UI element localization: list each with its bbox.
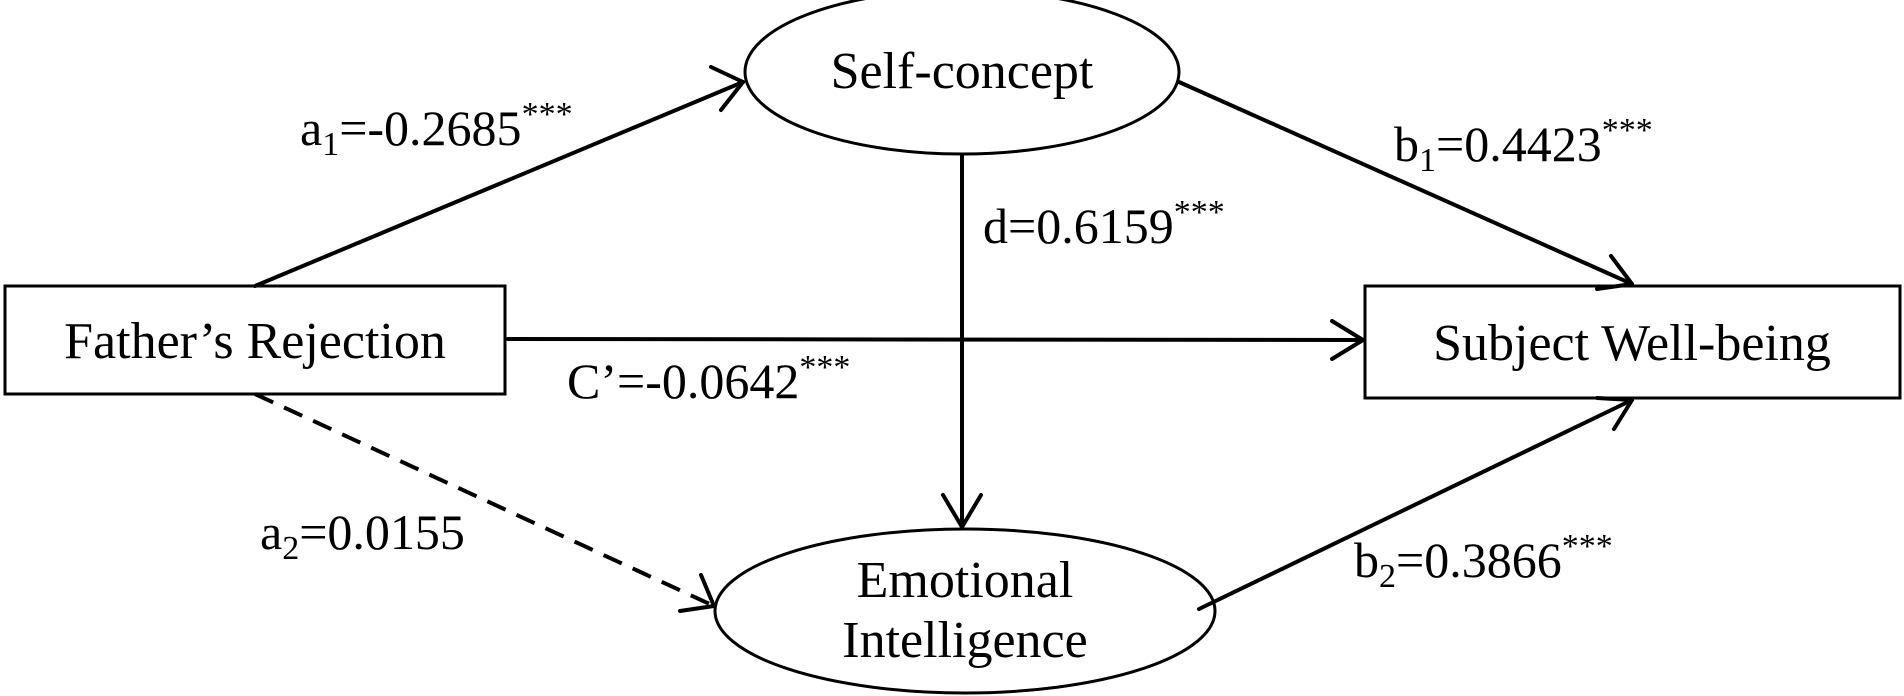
coef-b2: b2=0.3866*** — [1354, 528, 1613, 595]
path-b2-arrow — [1197, 396, 1634, 611]
coef-c-prime: C’=-0.0642*** — [567, 349, 850, 409]
coef-a2: a2=0.0155 — [260, 504, 465, 567]
father-rejection-label: Father’s Rejection — [64, 313, 446, 370]
coef-b1: b1=0.4423*** — [1394, 112, 1653, 179]
emotional-intelligence-label-line2: Intelligence — [842, 612, 1087, 669]
path-a2-arrow — [254, 392, 716, 613]
subject-wellbeing-label: Subject Well-being — [1433, 315, 1831, 372]
path-a1-arrow — [253, 65, 745, 288]
path-c-prime-arrow — [506, 319, 1365, 361]
emotional-intelligence-ellipse — [713, 527, 1217, 695]
subject-wellbeing-box — [1363, 284, 1902, 400]
self-concept-label: Self-concept — [831, 43, 1094, 100]
path-b1-arrow — [1177, 80, 1634, 291]
path-d-arrow — [941, 153, 983, 529]
coef-a1: a1=-0.2685*** — [300, 96, 573, 163]
emotional-intelligence-label-line1: Emotional — [857, 552, 1074, 609]
coef-d: d=0.6159*** — [983, 194, 1225, 254]
father-rejection-box — [3, 284, 507, 396]
